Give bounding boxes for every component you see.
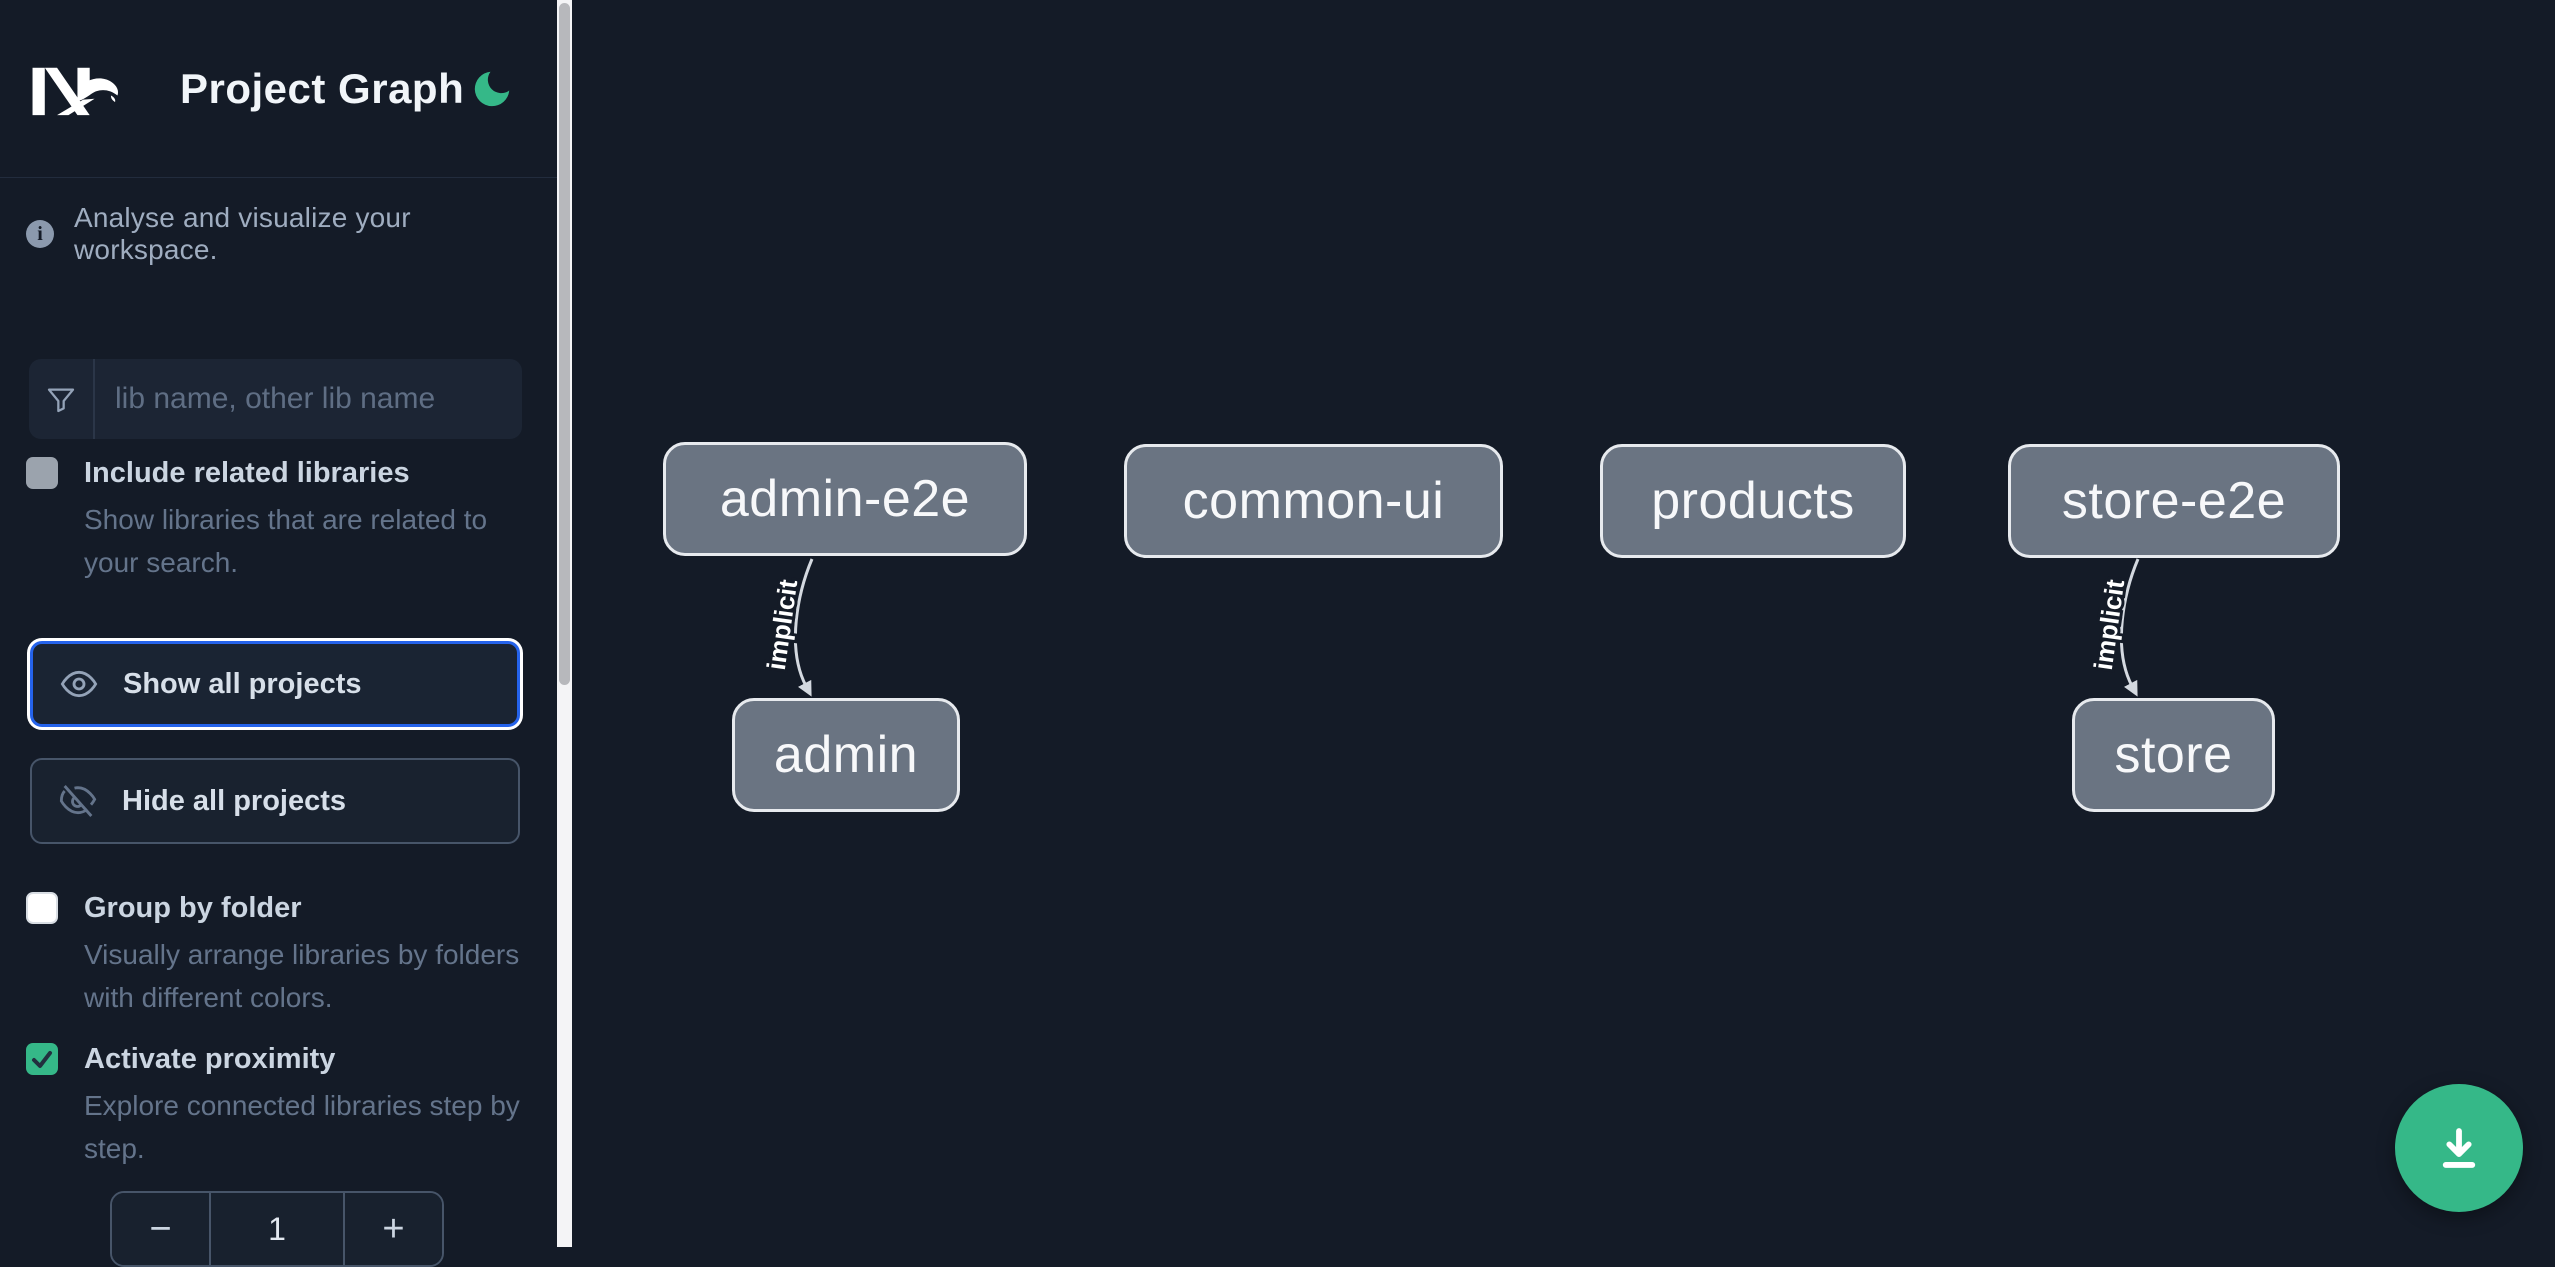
eye-off-icon — [59, 785, 97, 817]
hide-all-projects-label: Hide all projects — [122, 784, 347, 817]
activate-proximity-label[interactable]: Activate proximity — [84, 1043, 336, 1075]
page-title: Project Graph — [180, 64, 465, 112]
graph-node-store[interactable]: store — [2072, 698, 2275, 812]
graph-node-store-e2e[interactable]: store-e2e — [2008, 444, 2340, 558]
edge-admin-e2e-admin — [793, 558, 814, 697]
moon-icon[interactable] — [469, 66, 515, 112]
sidebar-header: Project Graph — [0, 0, 557, 178]
filter-funnel-icon — [29, 359, 95, 439]
graph-node-admin[interactable]: admin — [732, 698, 960, 812]
sidebar-scrollbar-track[interactable] — [557, 0, 572, 1247]
group-by-folder-block: Group by folder Visually arrange librari… — [0, 890, 557, 1019]
include-related-block: Include related libraries Show libraries… — [0, 455, 557, 584]
edge-label-implicit-2: implicit — [2088, 577, 2130, 672]
graph-canvas[interactable]: implicit implicit admin-e2e common-ui pr… — [572, 0, 2555, 1247]
filter-box — [29, 359, 522, 439]
filter-input[interactable] — [95, 359, 522, 439]
stepper-decrement-button[interactable]: − — [112, 1193, 209, 1265]
tagline-text: Analyse and visualize your workspace. — [74, 202, 411, 265]
activate-proximity-checkbox[interactable] — [26, 1043, 58, 1075]
sidebar: Project Graph i Analyse and visualize yo… — [0, 0, 557, 1267]
include-related-checkbox[interactable] — [26, 457, 58, 489]
download-graph-button[interactable] — [2395, 1084, 2523, 1212]
edge-store-e2e-store — [2119, 558, 2140, 697]
hide-all-projects-button[interactable]: Hide all projects — [30, 758, 520, 844]
info-icon: i — [26, 220, 54, 248]
activate-proximity-block: Activate proximity Explore connected lib… — [0, 1041, 557, 1170]
activate-proximity-description: Explore connected libraries step by step… — [84, 1090, 520, 1164]
stepper-increment-button[interactable]: + — [345, 1193, 442, 1265]
graph-node-common-ui[interactable]: common-ui — [1124, 444, 1503, 558]
group-by-folder-checkbox[interactable] — [26, 892, 58, 924]
show-all-projects-button[interactable]: Show all projects — [30, 641, 520, 727]
eye-icon — [60, 670, 98, 698]
group-by-folder-description: Visually arrange libraries by folders wi… — [84, 939, 520, 1013]
tagline-row: i Analyse and visualize your workspace. — [26, 202, 529, 266]
stepper-value: 1 — [209, 1193, 345, 1265]
edge-label-implicit-1: implicit — [761, 577, 803, 672]
show-all-projects-label: Show all projects — [123, 667, 362, 700]
graph-node-admin-e2e[interactable]: admin-e2e — [663, 442, 1027, 556]
download-icon — [2442, 1128, 2476, 1168]
include-related-label[interactable]: Include related libraries — [84, 457, 410, 489]
include-related-description: Show libraries that are related to your … — [84, 504, 488, 578]
nx-logo-icon — [32, 67, 119, 115]
sidebar-scrollbar-thumb[interactable] — [559, 3, 570, 685]
proximity-depth-stepper: − 1 + — [110, 1191, 444, 1267]
graph-node-products[interactable]: products — [1600, 444, 1906, 558]
group-by-folder-label[interactable]: Group by folder — [84, 892, 302, 924]
graph-edges-layer: implicit implicit — [758, 558, 2140, 697]
checkmark-icon — [32, 1051, 52, 1068]
